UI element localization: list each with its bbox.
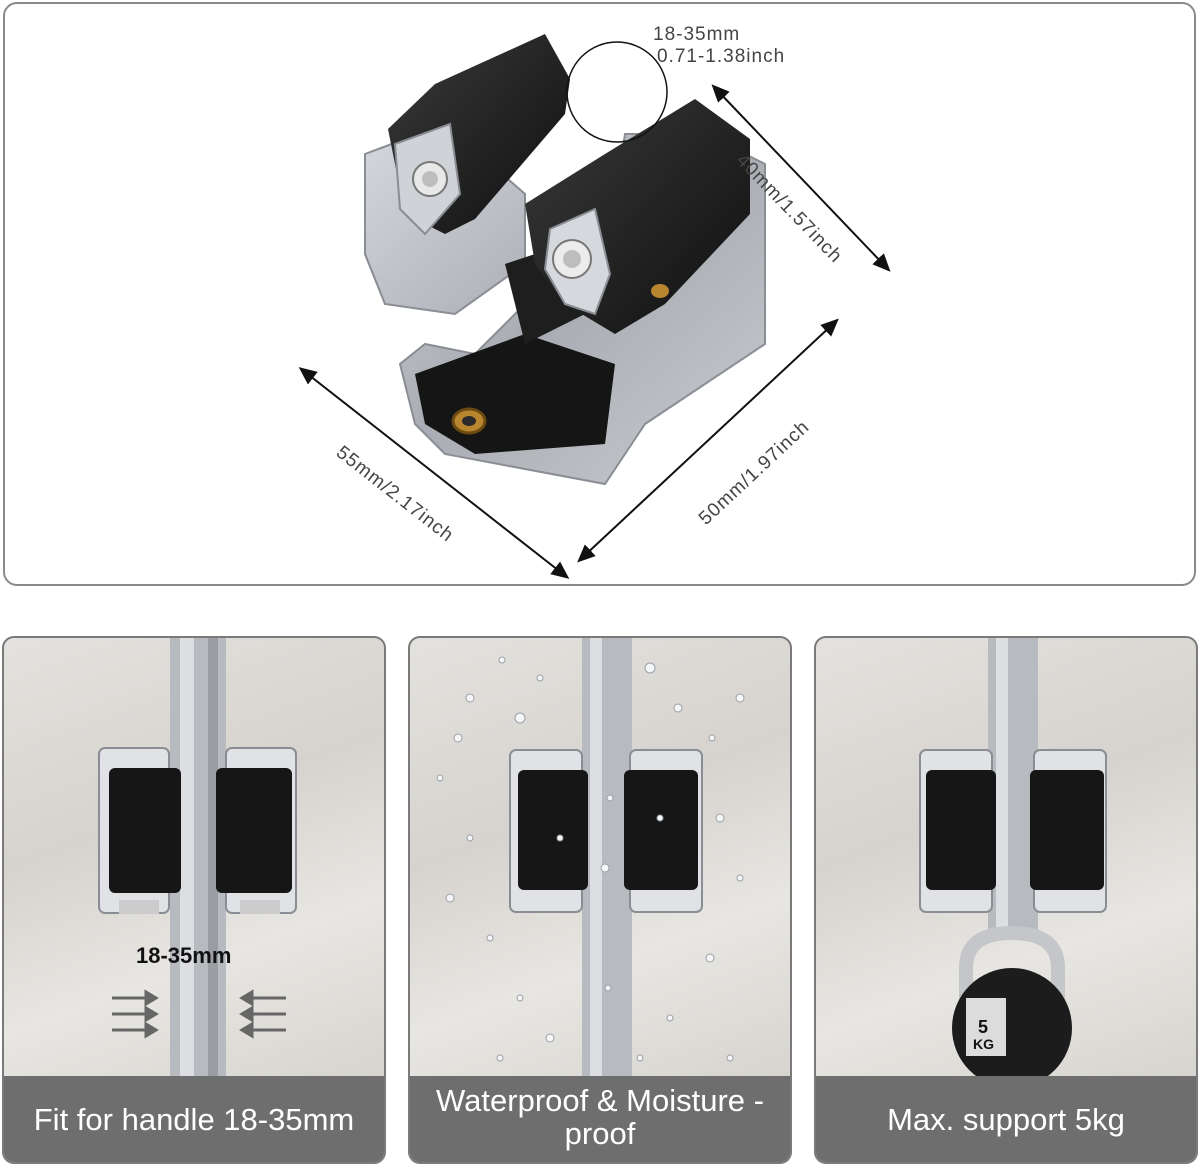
depth-arrow xyxy=(711,84,891,272)
squeeze-arrows-right-icon xyxy=(239,989,286,1039)
handle-range-inch-label: 0.71-1.38inch xyxy=(657,46,786,67)
handle-size-label: 18-35mm xyxy=(136,943,232,968)
load-caption: Max. support 5kg xyxy=(816,1076,1196,1162)
product-dimensions-panel: 18-35mm 0.71-1.38inch 40mm/1.57inch 55mm… xyxy=(3,2,1196,586)
water-droplets xyxy=(436,656,745,1062)
waterproof-caption: Waterproof & Moisture -proof xyxy=(410,1076,790,1162)
weight-number: 5 xyxy=(978,1017,989,1037)
weight-unit: KG xyxy=(973,1036,994,1052)
product-illustration xyxy=(298,34,891,579)
left-clip xyxy=(509,749,588,913)
right-clip xyxy=(1030,749,1107,913)
right-clip xyxy=(216,747,297,914)
fit-scene xyxy=(98,638,297,1080)
waterproof-scene xyxy=(436,638,745,1080)
right-clip xyxy=(624,749,703,913)
left-clip xyxy=(919,749,996,913)
left-clip xyxy=(388,34,570,236)
squeeze-arrows-left-icon xyxy=(112,989,159,1039)
handle-range-mm-label: 18-35mm xyxy=(653,24,741,45)
feature-panel-waterproof: Waterproof & Moisture -proof xyxy=(408,636,792,1164)
left-clip xyxy=(98,747,181,914)
load-scene xyxy=(919,638,1107,1080)
right-clip xyxy=(525,99,750,334)
handle-range-circle xyxy=(566,41,668,143)
feature-panel-fit: 18-35mm Fit for handle 18-35mm xyxy=(2,636,386,1164)
fit-caption: Fit for handle 18-35mm xyxy=(4,1076,384,1162)
length-arrow xyxy=(298,367,570,579)
feature-panel-load: 5 KG Max. support 5kg xyxy=(814,636,1198,1164)
width-arrow xyxy=(577,318,839,563)
kettlebell-icon xyxy=(952,925,1072,1080)
